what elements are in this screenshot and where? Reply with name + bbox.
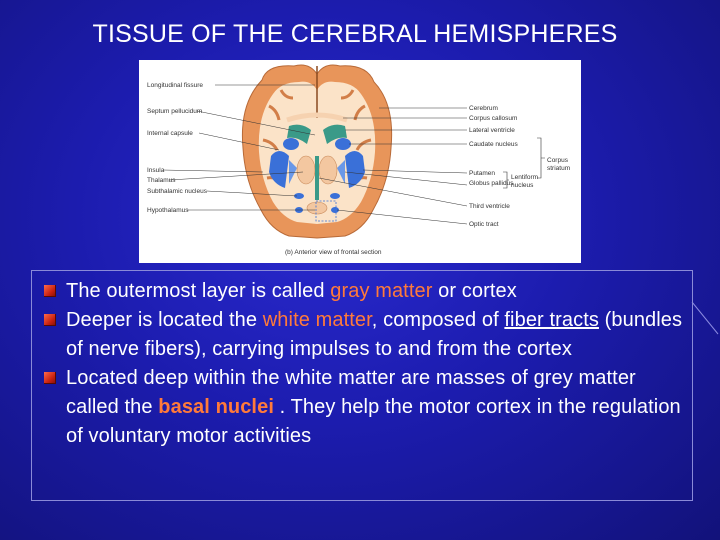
subthalamic-nucleus-right <box>330 193 340 199</box>
underlined-fiber-tracts: fiber tracts <box>504 309 599 331</box>
label-internal-capsule: Internal capsule <box>147 130 193 137</box>
optic-tract-right <box>331 207 339 213</box>
subthalamic-nucleus <box>294 193 304 199</box>
brain-section-figure: Longitudinal fissure Septum pellucidum I… <box>139 60 581 263</box>
bullet-basal-nuclei: Located deep within the white matter are… <box>40 364 685 451</box>
label-third-ventricle: Third ventricle <box>469 203 510 210</box>
hypothalamus <box>306 201 328 215</box>
thalamus-left <box>296 155 316 185</box>
third-ventricle <box>315 156 319 200</box>
decorative-streak <box>691 301 719 335</box>
label-corpus-callosum: Corpus callosum <box>469 115 517 122</box>
left-leader-lines <box>162 84 316 211</box>
bullet-square-icon <box>44 285 56 297</box>
caudate-nucleus-left <box>283 138 299 150</box>
label-insula: Insula <box>147 167 165 174</box>
bullet-1-text-b: or cortex <box>432 280 517 302</box>
bullet-2-text-a: Deeper is located the <box>66 309 263 331</box>
caudate-nucleus-right <box>335 138 351 150</box>
label-longitudinal-fissure: Longitudinal fissure <box>147 82 203 89</box>
bullet-square-icon <box>44 372 56 384</box>
slide-title: TISSUE OF THE CEREBRAL HEMISPHERES <box>92 20 618 48</box>
highlight-gray-matter: gray matter <box>330 280 433 302</box>
label-corpus-striatum-1: Corpus <box>547 157 569 164</box>
bullet-text-box: The outermost layer is called gray matte… <box>31 270 693 501</box>
label-hypothalamus: Hypothalamus <box>147 207 189 214</box>
right-leader-lines <box>318 107 468 225</box>
lateral-ventricle-left <box>287 124 311 144</box>
label-subthalamic-nucleus: Subthalamic nucleus <box>147 188 208 195</box>
lateral-ventricle-right <box>323 124 347 144</box>
bullet-3-text-a: Located deep within the white matter are… <box>66 367 636 418</box>
globus-pallidus-right <box>337 160 345 184</box>
bullet-2-text-c: (bundles of nerve fibers), carrying impu… <box>66 309 683 360</box>
putamen-left <box>269 151 289 188</box>
bullet-square-icon <box>44 314 56 326</box>
bullet-1-text-a: The outermost layer is called <box>66 280 331 302</box>
label-lateral-ventricle: Lateral ventricle <box>469 127 515 134</box>
highlight-white-matter: white matter <box>262 309 372 331</box>
bullet-3-text-b: . They help the motor cortex in the regu… <box>66 396 681 447</box>
label-globus: Globus pallidus <box>469 180 514 187</box>
label-putamen: Putamen <box>469 170 495 177</box>
bullet-2-text-b: , composed of <box>371 309 505 331</box>
brain-diagram: Longitudinal fissure Septum pellucidum I… <box>147 64 570 256</box>
label-thalamus: Thalamus <box>147 177 176 184</box>
bullet-white-matter: Deeper is located the white matter, comp… <box>40 306 685 364</box>
label-corpus-striatum-2: striatum <box>547 165 570 172</box>
globus-pallidus-left <box>289 160 297 184</box>
label-optic-tract: Optic tract <box>469 221 499 228</box>
highlight-basal-nuclei: basal nuclei <box>158 396 280 418</box>
bullet-list: The outermost layer is called gray matte… <box>40 277 685 451</box>
label-cerebrum: Cerebrum <box>469 105 498 112</box>
label-septum-pellucidum: Septum pellucidum <box>147 108 202 115</box>
label-caudate-nucleus: Caudate nucleus <box>469 141 519 148</box>
corpus-callosum <box>286 112 348 123</box>
putamen-right <box>345 151 365 188</box>
figure-caption: (b) Anterior view of frontal section <box>285 249 382 256</box>
label-lentiform-1: Lentiform <box>511 174 538 181</box>
label-lentiform-2: nucleus <box>511 182 534 189</box>
bullet-gray-matter: The outermost layer is called gray matte… <box>40 277 685 306</box>
